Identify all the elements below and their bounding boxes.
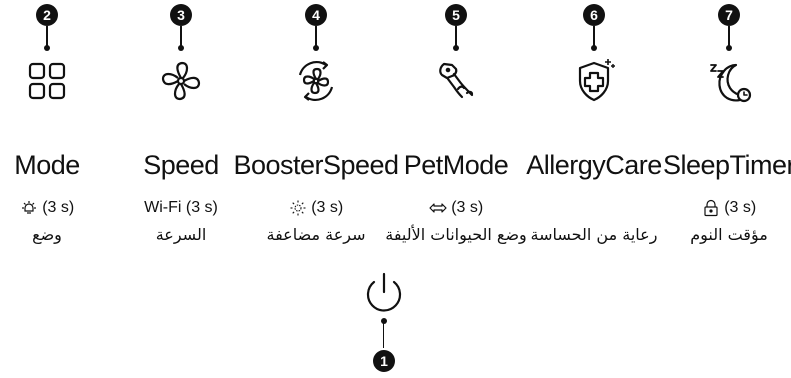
allergy-shield-icon[interactable] bbox=[568, 55, 620, 107]
control-hold-hint: (3 s) bbox=[371, 198, 541, 218]
pet-icon[interactable] bbox=[430, 55, 482, 107]
callout-leader bbox=[593, 26, 595, 48]
control-label: AllergyCare bbox=[526, 150, 662, 180]
lock-icon bbox=[702, 199, 720, 217]
control-label: Mode bbox=[14, 150, 80, 180]
callout-badge-3: 3 bbox=[170, 4, 192, 26]
control-hold-hint: (3 s) bbox=[644, 198, 791, 218]
control-speed: 3 Speed Wi-Fi (3 s) السرعة bbox=[116, 0, 246, 260]
control-label-arabic: مؤقت النوم bbox=[690, 225, 768, 244]
callout-badge-2: 2 bbox=[36, 4, 58, 26]
callout-badge-7: 7 bbox=[718, 4, 740, 26]
callout-leader bbox=[383, 320, 385, 348]
control-label-arabic: السرعة bbox=[155, 225, 207, 244]
control-label-arabic: وضع bbox=[32, 225, 62, 244]
control-allergy-care: 6 AllergyCare رعاية من الحساسة bbox=[526, 0, 662, 260]
control-label: PetMode bbox=[403, 150, 509, 180]
callout-dot bbox=[380, 318, 387, 324]
callout-badge-6: 6 bbox=[583, 4, 605, 26]
control-label: BoosterSpeed bbox=[233, 150, 399, 180]
callout-badge-5: 5 bbox=[445, 4, 467, 26]
control-sleep-timer: 7 SleepTimer (3 s) مؤقت النوم bbox=[663, 0, 791, 260]
double-arrow-icon bbox=[429, 199, 447, 217]
hold-time-text: (3 s) bbox=[42, 199, 75, 216]
callout-dot bbox=[178, 45, 184, 51]
control-hold-hint: (3 s) bbox=[231, 198, 401, 218]
control-label-arabic: سرعة مضاعفة bbox=[266, 225, 366, 244]
control-label-arabic: رعاية من الحساسة bbox=[530, 225, 658, 244]
power-control: 1 bbox=[358, 268, 410, 378]
control-mode: 2 Mode (3 s) وضع bbox=[0, 0, 112, 260]
callout-badge-1: 1 bbox=[373, 350, 395, 372]
fan-icon[interactable] bbox=[155, 55, 207, 107]
control-booster-speed: 4 BoosterSpeed (3 s) سرعة مضاعفة bbox=[233, 0, 399, 260]
control-hold-hint: Wi-Fi (3 s) bbox=[96, 198, 266, 218]
power-icon[interactable] bbox=[358, 268, 410, 320]
control-pet-mode: 5 PetMode (3 s) وضع الحيوانات الأليفة bbox=[385, 0, 527, 260]
sleep-timer-icon[interactable] bbox=[703, 55, 755, 107]
callout-badge-4: 4 bbox=[305, 4, 327, 26]
callout-dot bbox=[453, 45, 459, 51]
control-label: Speed bbox=[143, 150, 219, 180]
mode-grid-icon[interactable] bbox=[21, 55, 73, 107]
callout-dot bbox=[44, 45, 50, 51]
callout-dot bbox=[313, 45, 319, 51]
control-hold-hint: (3 s) bbox=[0, 198, 132, 218]
control-label-arabic: وضع الحيوانات الأليفة bbox=[385, 225, 527, 244]
hold-time-text: (3 s) bbox=[451, 199, 484, 216]
callout-dot bbox=[591, 45, 597, 51]
hold-time-text: (3 s) bbox=[724, 199, 757, 216]
callout-leader bbox=[46, 26, 48, 48]
wifi-sun-icon bbox=[20, 199, 38, 217]
callout-leader bbox=[315, 26, 317, 48]
booster-fan-icon[interactable] bbox=[290, 55, 342, 107]
control-label: SleepTimer bbox=[662, 150, 791, 180]
callout-leader bbox=[728, 26, 730, 48]
light-icon bbox=[289, 199, 307, 217]
callout-leader bbox=[180, 26, 182, 48]
callout-dot bbox=[726, 45, 732, 51]
hold-time-text: (3 s) bbox=[311, 199, 344, 216]
callout-leader bbox=[455, 26, 457, 48]
hold-time-text: Wi-Fi (3 s) bbox=[144, 199, 218, 216]
